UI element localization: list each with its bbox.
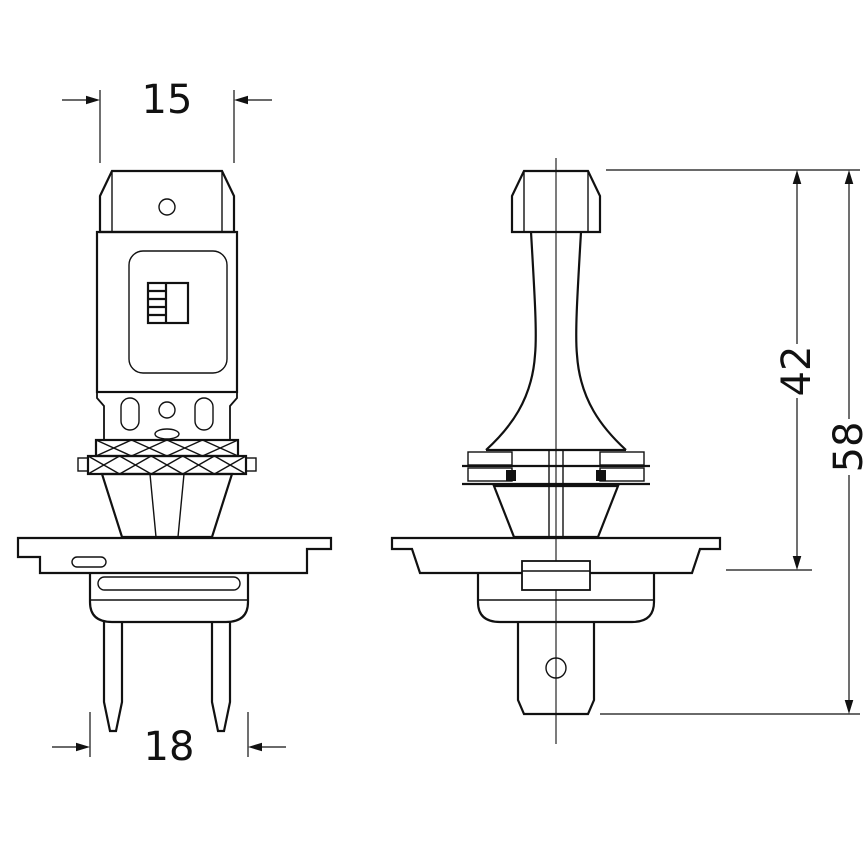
label-panel: [128, 250, 228, 374]
neck-slot-left: [120, 397, 140, 431]
dimension-total-height: 58: [600, 170, 868, 715]
front-view: [16, 169, 333, 733]
neck-hole: [158, 401, 176, 419]
connector-grid: [146, 281, 190, 325]
dimensions: 15 18 42 58: [52, 77, 868, 770]
mounting-flange-side: [390, 536, 722, 575]
cap-facet-lines: [111, 171, 223, 232]
base-cylinder: [88, 573, 250, 624]
base-band: [97, 576, 241, 591]
key-tab: [521, 560, 591, 591]
pin-left: [102, 622, 124, 733]
neck: [96, 391, 238, 440]
dimension-base-width: 18: [52, 712, 286, 770]
total-height-label: 58: [826, 422, 868, 473]
mounting-flange: [16, 536, 333, 575]
dimension-cap-width: 15: [62, 77, 272, 163]
neck-slot-right: [194, 397, 214, 431]
pin-right: [210, 622, 232, 733]
cap: [98, 169, 236, 234]
base-cylinder-side: [476, 573, 656, 624]
heatsink: [77, 438, 257, 539]
connector-tab: [516, 622, 596, 716]
cap-hole: [158, 198, 176, 216]
flange-slot: [71, 556, 107, 568]
base-width-label: 18: [144, 724, 195, 770]
dimension-upper-height: 42: [606, 169, 860, 571]
connector-tab-hole: [545, 657, 567, 679]
side-view: [390, 158, 722, 744]
neck-oval: [154, 428, 180, 440]
cap-side-facet-lines: [523, 171, 589, 232]
upper-height-label: 42: [774, 346, 820, 397]
cap-width-label: 15: [142, 77, 193, 123]
stem: [485, 231, 627, 451]
retaining-clips: [462, 448, 650, 539]
